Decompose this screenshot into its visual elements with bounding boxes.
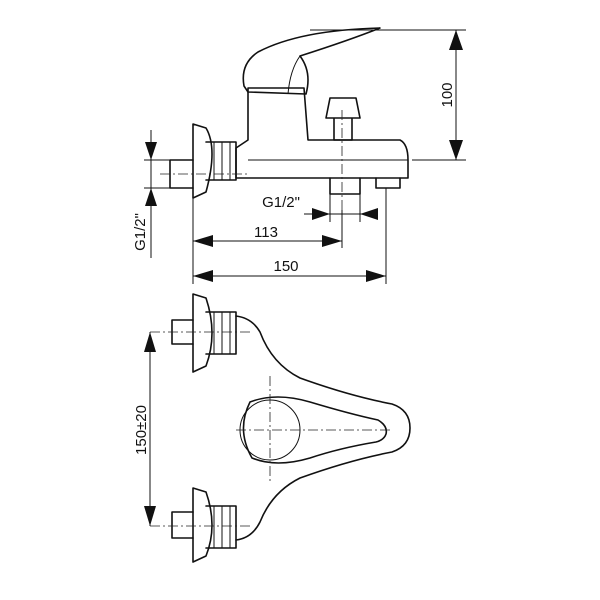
- dim-distance-113: 113: [254, 224, 278, 241]
- top-view: 150±20: [133, 293, 411, 563]
- dim-thread-left: G1/2": [132, 213, 149, 251]
- side-wall-flange: [192, 123, 213, 199]
- side-aerator: [375, 177, 401, 189]
- top-faucet-body: [235, 315, 411, 541]
- side-outlet-connector: [329, 177, 361, 195]
- side-faucet-body: [235, 87, 409, 179]
- dim-distance-150: 150: [273, 258, 298, 275]
- top-lower-flange: [192, 487, 213, 563]
- top-handle: [242, 396, 388, 464]
- side-view: 100 G1/2" G1/2" 113 150: [132, 27, 466, 284]
- top-lower-inlet: [171, 511, 194, 539]
- dim-spacing: 150±20: [133, 405, 150, 455]
- dim-height-100: 100: [439, 82, 456, 107]
- side-lever-handle: [242, 27, 381, 95]
- side-diverter-knob: [325, 97, 361, 141]
- dim-thread-outlet: G1/2": [262, 194, 300, 211]
- top-upper-flange: [192, 293, 213, 373]
